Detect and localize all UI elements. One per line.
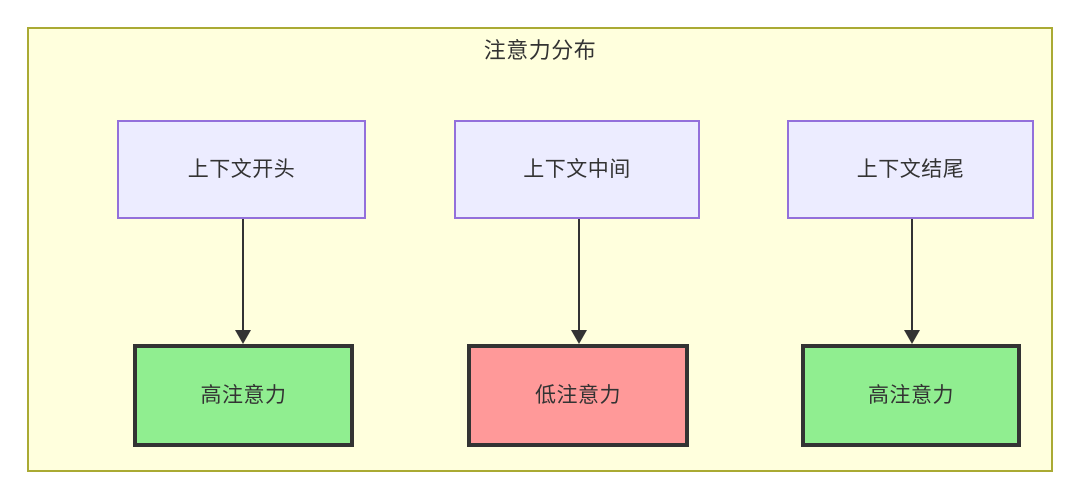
node-high-attention-beginning-label: 高注意力 [200, 384, 287, 407]
node-context-end-label: 上下文结尾 [856, 158, 965, 181]
node-high-attention-end-label: 高注意力 [868, 384, 954, 407]
arrow-context-beginning-to-high-attention [234, 219, 252, 344]
node-context-beginning-label: 上下文开头 [187, 158, 296, 181]
node-low-attention-middle[interactable]: 低注意力 [467, 344, 689, 447]
node-high-attention-beginning[interactable]: 高注意力 [133, 344, 354, 447]
node-high-attention-end[interactable]: 高注意力 [801, 344, 1021, 447]
arrow-head-down-icon [235, 330, 251, 344]
attention-distribution-subgraph: 注意力分布 上下文开头 上下文中间 上下文结尾 高注意力 低 [27, 27, 1053, 472]
node-context-end[interactable]: 上下文结尾 [787, 120, 1034, 219]
arrow-shaft [578, 219, 580, 330]
arrow-head-down-icon [904, 330, 920, 344]
node-context-middle-label: 上下文中间 [523, 158, 631, 181]
arrow-shaft [242, 219, 244, 330]
node-low-attention-middle-label: 低注意力 [535, 384, 621, 407]
subgraph-title: 注意力分布 [483, 38, 597, 63]
node-context-middle[interactable]: 上下文中间 [454, 120, 700, 219]
arrow-context-end-to-high-attention [903, 219, 921, 344]
arrow-head-down-icon [571, 330, 587, 344]
arrow-shaft [911, 219, 913, 330]
node-context-beginning[interactable]: 上下文开头 [117, 120, 366, 219]
arrow-context-middle-to-low-attention [570, 219, 588, 344]
